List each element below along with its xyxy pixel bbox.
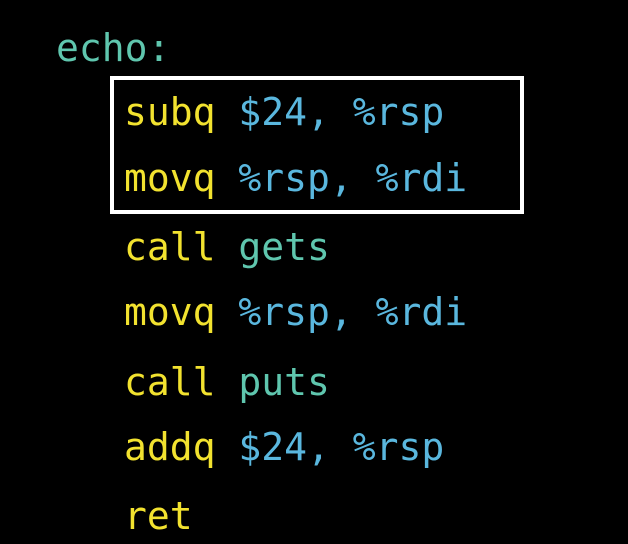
instruction-line: call gets bbox=[124, 225, 330, 269]
instruction-operands: $24, %rsp bbox=[215, 90, 445, 134]
instruction-line: call puts bbox=[124, 360, 330, 404]
instruction-mnemonic: movq bbox=[124, 290, 216, 334]
function-label: echo: bbox=[56, 26, 171, 70]
instruction-line: subq $24, %rsp bbox=[124, 90, 444, 134]
instruction-line: addq $24, %rsp bbox=[124, 425, 444, 469]
instruction-operands: %rsp, %rdi bbox=[215, 156, 468, 200]
instruction-operands: gets bbox=[215, 225, 330, 269]
instruction-operands: $24, %rsp bbox=[215, 425, 445, 469]
function-label-line: echo: bbox=[56, 26, 170, 70]
highlight-box bbox=[110, 76, 524, 214]
instruction-mnemonic: ret bbox=[124, 494, 193, 538]
instruction-line: movq %rsp, %rdi bbox=[124, 290, 467, 334]
instruction-line: movq %rsp, %rdi bbox=[124, 156, 467, 200]
instruction-operands: puts bbox=[215, 360, 330, 404]
instruction-mnemonic: call bbox=[124, 225, 216, 269]
instruction-mnemonic: movq bbox=[124, 156, 216, 200]
instruction-mnemonic: call bbox=[124, 360, 216, 404]
instruction-mnemonic: subq bbox=[124, 90, 216, 134]
instruction-operands: %rsp, %rdi bbox=[215, 290, 468, 334]
instruction-mnemonic: addq bbox=[124, 425, 216, 469]
instruction-line: ret bbox=[124, 494, 193, 538]
